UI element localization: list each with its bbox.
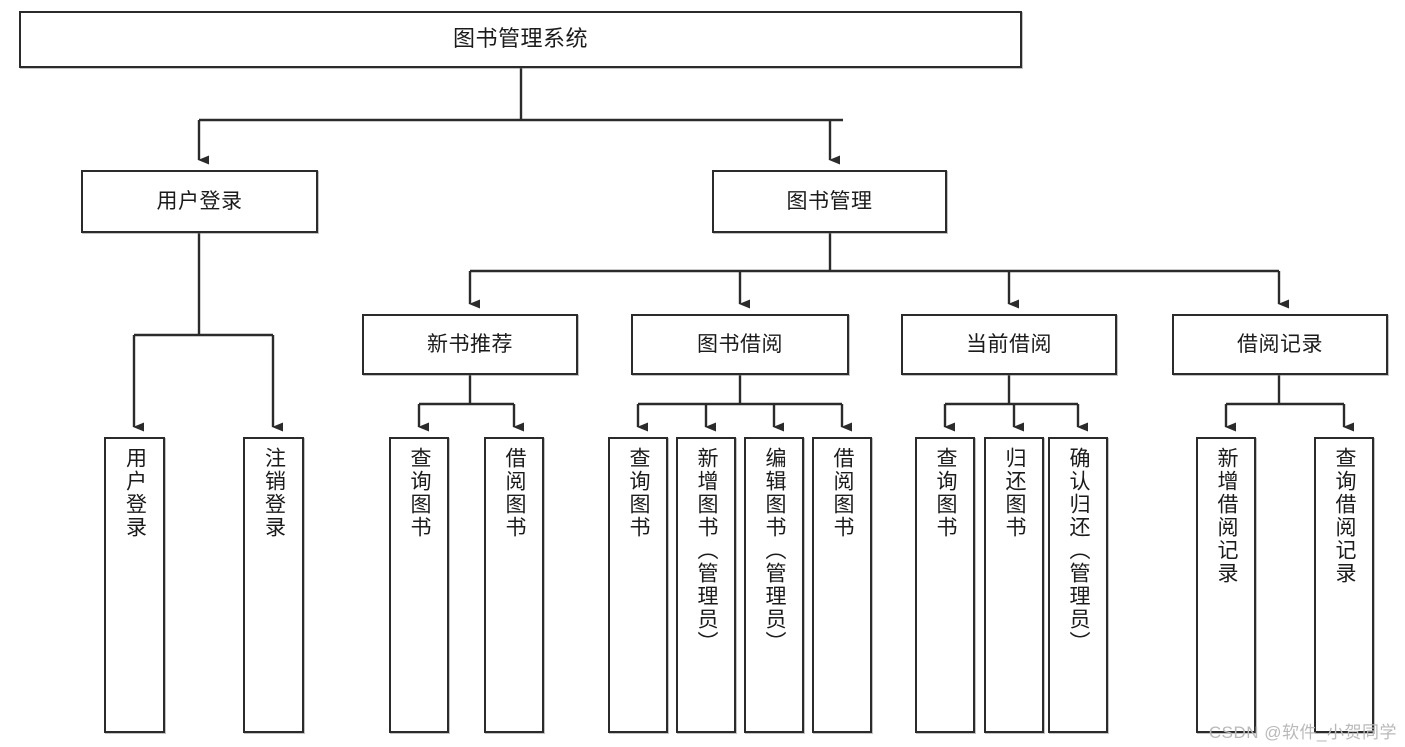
node-label: 借阅图书 [831, 447, 855, 539]
node-leaf-add-book[interactable]: 新增图书（管理员） [676, 437, 736, 733]
node-label: 查询图书 [408, 447, 432, 539]
node-leaf-logout-login[interactable]: 注销登录 [243, 437, 304, 733]
node-label: 用户登录 [123, 447, 147, 539]
node-current-borrow[interactable]: 当前借阅 [901, 314, 1117, 375]
node-label: 图书借阅 [697, 332, 783, 356]
node-leaf-edit-book[interactable]: 编辑图书（管理员） [744, 437, 804, 733]
node-label: 新增图书（管理员） [695, 447, 719, 654]
node-user-login[interactable]: 用户登录 [81, 170, 318, 233]
node-label: 编辑图书（管理员） [763, 447, 787, 654]
node-leaf-return-book[interactable]: 归还图书 [984, 437, 1044, 733]
node-label: 图书管理 [786, 189, 873, 213]
node-book-borrow[interactable]: 图书借阅 [631, 314, 849, 375]
node-label: 借阅记录 [1237, 332, 1323, 356]
node-root-system[interactable]: 图书管理系统 [19, 11, 1022, 68]
node-leaf-user-login[interactable]: 用户登录 [104, 437, 165, 733]
node-label: 确认归还（管理员） [1067, 447, 1091, 654]
node-leaf-confirm-return[interactable]: 确认归还（管理员） [1048, 437, 1108, 733]
node-leaf-query-book-1[interactable]: 查询图书 [389, 437, 449, 733]
node-borrow-record[interactable]: 借阅记录 [1172, 314, 1388, 375]
node-label: 借阅图书 [503, 447, 527, 539]
node-label: 当前借阅 [966, 332, 1052, 356]
node-label: 查询图书 [627, 447, 651, 539]
node-leaf-query-book-2[interactable]: 查询图书 [608, 437, 668, 733]
node-new-book-recommend[interactable]: 新书推荐 [362, 314, 578, 375]
node-label: 新增借阅记录 [1215, 447, 1239, 585]
csdn-watermark: CSDN @软件_小贺同学 [1208, 723, 1397, 742]
node-leaf-add-record[interactable]: 新增借阅记录 [1196, 437, 1256, 733]
node-leaf-borrow-book-2[interactable]: 借阅图书 [812, 437, 872, 733]
node-label: 注销登录 [262, 447, 286, 539]
node-leaf-query-record[interactable]: 查询借阅记录 [1314, 437, 1374, 733]
node-label: 用户登录 [156, 189, 243, 213]
node-label: 查询图书 [934, 447, 958, 539]
node-leaf-query-book-3[interactable]: 查询图书 [915, 437, 975, 733]
node-leaf-borrow-book-1[interactable]: 借阅图书 [484, 437, 544, 733]
node-label: 图书管理系统 [452, 26, 588, 52]
node-label: 新书推荐 [427, 332, 513, 356]
node-book-management[interactable]: 图书管理 [712, 170, 947, 233]
node-label: 查询借阅记录 [1333, 447, 1357, 585]
node-label: 归还图书 [1003, 447, 1027, 539]
